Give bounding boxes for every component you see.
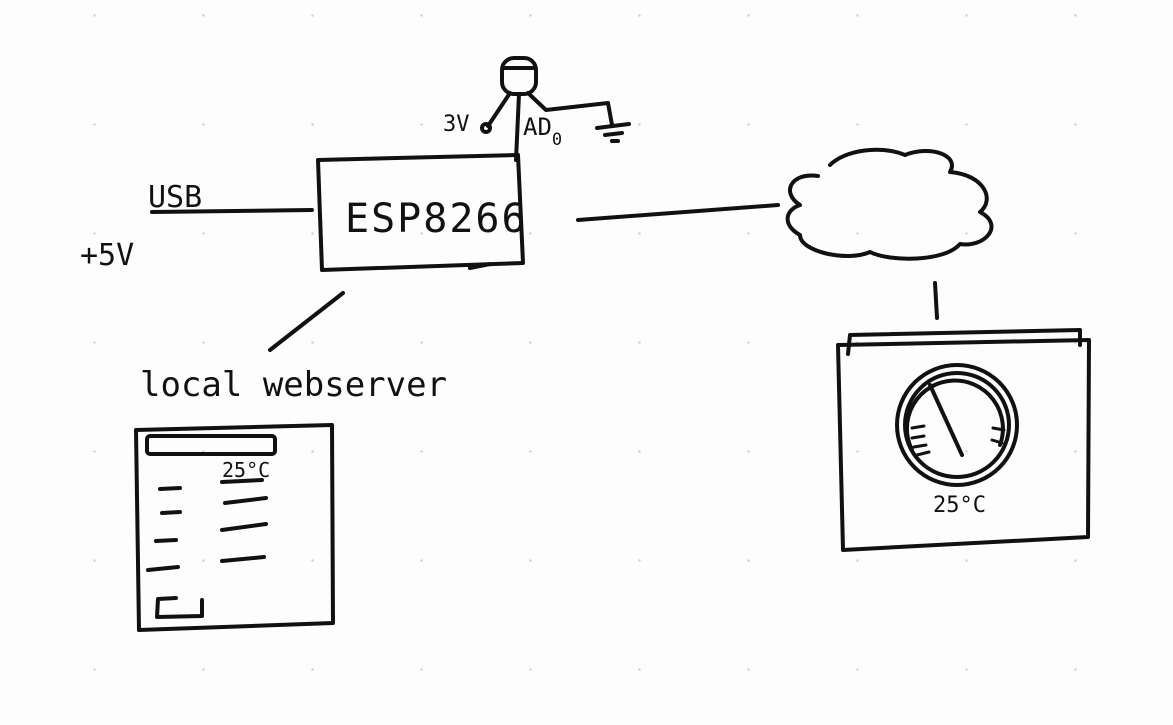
sensor-body <box>500 56 538 96</box>
temperature-gauge-icon <box>895 363 1019 487</box>
webserver-list-item <box>158 486 268 505</box>
esp8266-corner-tick <box>468 262 492 270</box>
esp8266-board: ESP8266 <box>316 153 528 272</box>
webserver-label: local webserver <box>140 365 447 405</box>
gauge-inner-ring <box>903 371 1011 479</box>
cloud-outline <box>785 147 994 261</box>
webserver-list-item <box>160 510 268 532</box>
webserver-list-item <box>154 538 266 563</box>
webserver-connection-line <box>268 291 345 352</box>
gauge-outer-ring <box>895 363 1019 487</box>
sensor-pin-subscript: 0 <box>552 130 562 150</box>
ground-symbol-icon <box>595 122 631 143</box>
dashboard-temperature: 25°C <box>933 493 986 518</box>
dashboard-panel-outline <box>836 338 1091 552</box>
webserver-action-button <box>155 596 204 619</box>
usb-power-wire <box>150 208 314 214</box>
webserver-list-item <box>146 565 180 572</box>
webserver-temperature: 25°C <box>222 458 270 482</box>
esp8266-label: ESP8266 <box>345 196 528 242</box>
sensor-ground-lead <box>526 91 614 127</box>
usb-label: USB <box>148 180 202 215</box>
gauge-ticks <box>910 424 1006 457</box>
webserver-temperature-underline <box>220 478 264 484</box>
sensor-supply-terminal <box>480 122 492 134</box>
cloud-dashboard: 25°C <box>836 328 1091 552</box>
local-webserver: local webserver 25°C <box>134 365 447 632</box>
dashboard-header-bar <box>846 328 1082 356</box>
temperature-sensor: 3V AD0 <box>443 56 631 162</box>
gauge-scale-arc <box>904 378 1005 452</box>
sensor-supply-label: 3V <box>443 112 470 137</box>
gauge-needle <box>928 383 964 457</box>
usb-power-input: USB +5V <box>80 180 314 273</box>
cloud-connection-line <box>576 203 780 222</box>
sensor-signal-lead <box>514 92 521 162</box>
cloud-icon <box>785 147 994 261</box>
sensor-supply-lead <box>486 91 512 128</box>
esp8266-board-outline <box>316 153 525 272</box>
webserver-device-outline <box>134 423 335 632</box>
webserver-header-bar <box>145 434 277 456</box>
sensor-pin-label: AD0 <box>523 113 562 150</box>
voltage-label: +5V <box>80 238 134 273</box>
dashboard-connection-line <box>933 281 939 320</box>
